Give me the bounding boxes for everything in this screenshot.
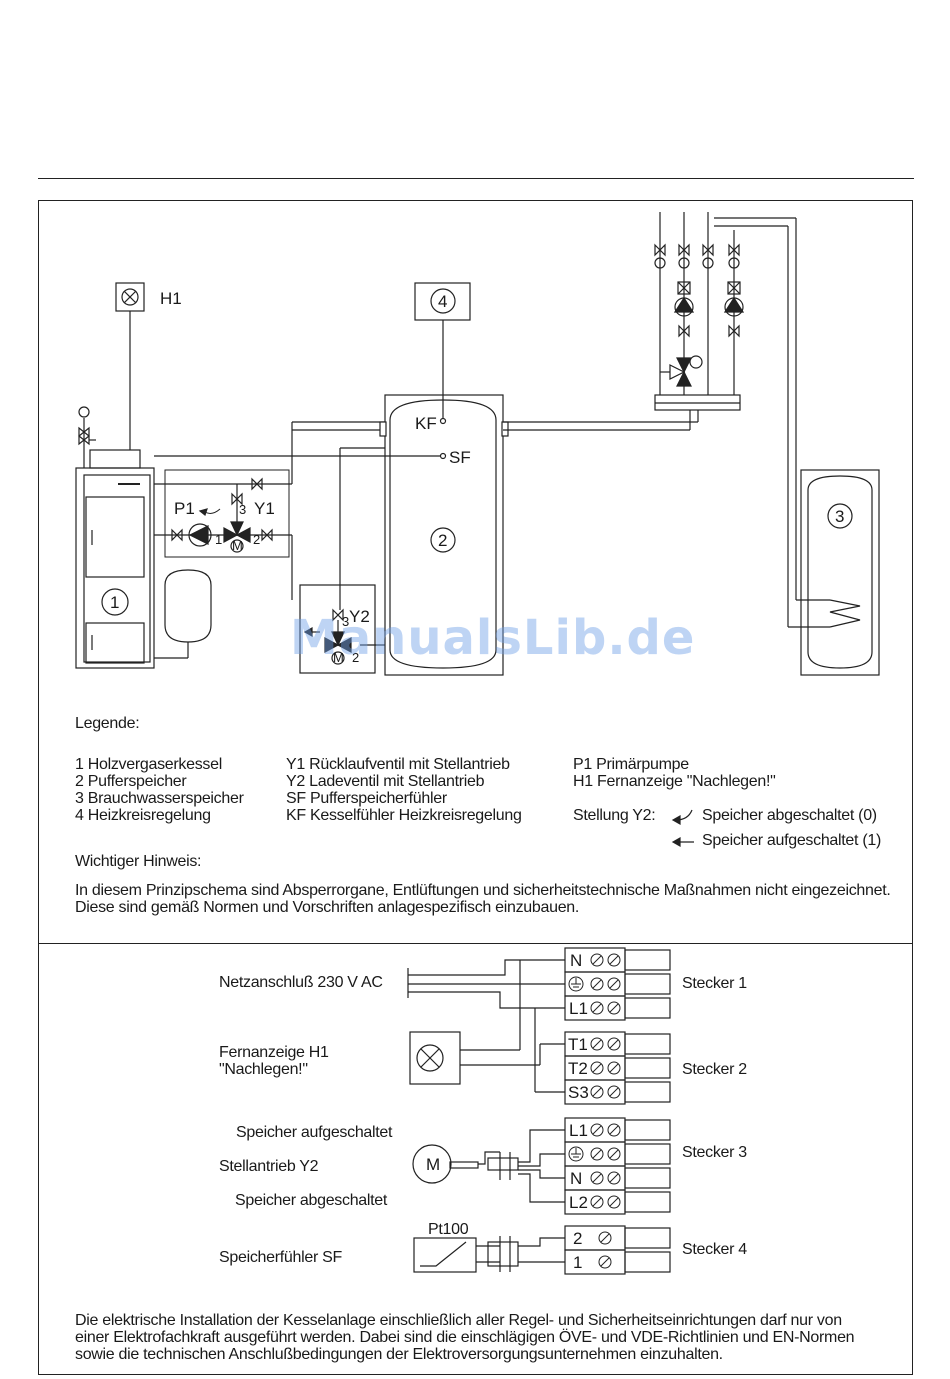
remote-label-2: "Nachlegen!" xyxy=(219,1061,308,1078)
y1-port-2: 2 xyxy=(253,532,260,547)
y2-motor: M xyxy=(333,650,344,665)
y1-port-1: 1 xyxy=(215,532,222,547)
legend-col-2: Y1 Rücklaufventil mit Stellantrieb Y2 La… xyxy=(286,756,522,824)
legend-item: SF Pufferspeicherfühler xyxy=(286,790,447,807)
boiler-1-icon xyxy=(75,449,155,669)
hydraulic-diagram: H1 1 P1 xyxy=(75,212,880,676)
motor-label: M xyxy=(426,1155,440,1174)
note-line-2: Diese sind gemäß Normen und Vorschriften… xyxy=(75,899,580,916)
storage-off-label: Speicher abgeschaltet xyxy=(235,1192,388,1209)
actuator-label: Stellantrieb Y2 xyxy=(219,1158,319,1175)
y2-label: Y2 xyxy=(349,607,370,626)
stellung-on: Speicher aufgeschaltet (1) xyxy=(702,832,881,849)
legend-item: Y1 Rücklaufventil mit Stellantrieb xyxy=(286,756,510,773)
h1-indicator-icon xyxy=(115,282,145,312)
boiler-number: 1 xyxy=(110,593,119,612)
legend-item: P1 Primärpumpe xyxy=(573,756,689,773)
terminal-s3-n: N xyxy=(570,1169,582,1188)
pump-p1-icon xyxy=(188,523,212,547)
stellung-label: Stellung Y2: xyxy=(573,807,656,824)
p1-label: P1 xyxy=(174,499,195,518)
legend-item: Y2 Ladeventil mit Stellantrieb xyxy=(286,773,485,790)
y1-label: Y1 xyxy=(254,499,275,518)
controller-number: 4 xyxy=(438,292,447,311)
terminal-s3-l1: L1 xyxy=(569,1121,588,1140)
terminal-s1-l1: L1 xyxy=(569,999,588,1018)
motor-icon xyxy=(412,1144,479,1184)
footer-line-1: Die elektrische Installation der Kessela… xyxy=(75,1312,842,1329)
section-divider xyxy=(38,943,913,944)
sensor-label: Speicherfühler SF xyxy=(219,1249,342,1266)
connector-2-label: Stecker 2 xyxy=(682,1061,747,1078)
legend-item: KF Kesselfühler Heizkreisregelung xyxy=(286,807,522,824)
pt100-label: Pt100 xyxy=(428,1221,469,1238)
terminal-screws xyxy=(590,953,621,1269)
terminal-s1-n: N xyxy=(570,951,582,970)
expansion-vessel-icon xyxy=(164,569,212,643)
storage-on-label: Speicher aufgeschaltet xyxy=(236,1124,393,1141)
mains-label: Netzanschluß 230 V AC xyxy=(219,974,383,991)
kf-label: KF xyxy=(415,414,437,433)
dhw-number: 3 xyxy=(835,507,844,526)
connector-3-label: Stecker 3 xyxy=(682,1144,747,1161)
footer-line-2: einer Elektrofachkraft ausgeführt werden… xyxy=(75,1329,855,1346)
note-heading: Wichtiger Hinweis: xyxy=(75,853,202,870)
terminal-s2-t1: T1 xyxy=(568,1035,588,1054)
valve-y1-icon xyxy=(223,484,251,553)
watermark: ManualsLib.de xyxy=(290,610,696,666)
terminal-s4-1: 1 xyxy=(573,1253,582,1272)
h1-label: H1 xyxy=(160,289,182,308)
schematic-frame xyxy=(38,200,913,1375)
terminal-s3-l2: L2 xyxy=(569,1193,588,1212)
mixer-valve-icon xyxy=(669,355,703,387)
legend-item: 2 Pufferspeicher xyxy=(75,773,187,790)
terminal-s2-t2: T2 xyxy=(568,1059,588,1078)
buffer-tank-2-icon xyxy=(379,394,509,676)
y1-port-3: 3 xyxy=(239,502,246,517)
note-line-1: In diesem Prinzipschema sind Absperrorga… xyxy=(75,882,891,899)
connector-4-label: Stecker 4 xyxy=(682,1241,747,1258)
legend-col-1: 1 Holzvergaserkessel 2 Pufferspeicher 3 … xyxy=(75,756,244,824)
footer-line-3: sowie die technischen Anschlußbedingunge… xyxy=(75,1346,723,1363)
dhw-tank-3-icon xyxy=(800,469,880,676)
terminal-s4-2: 2 xyxy=(573,1229,582,1248)
legend-item: 3 Brauchwasserspeicher xyxy=(75,790,244,807)
pt100-sensor-icon xyxy=(413,1237,477,1273)
remote-lamp-icon xyxy=(409,1031,461,1085)
legend-item: 4 Heizkreisregelung xyxy=(75,807,211,824)
arrow-curved-icon xyxy=(671,809,693,826)
buffer-number: 2 xyxy=(438,531,447,550)
legend-col-3: P1 Primärpumpe H1 Fernanzeige "Nachlegen… xyxy=(573,756,776,790)
wiring-diagram: N L1 T1 T2 S3 L1 N L2 2 1 M xyxy=(407,947,671,1275)
stellung-off: Speicher abgeschaltet (0) xyxy=(702,807,877,824)
terminal-s2-s3: S3 xyxy=(568,1083,589,1102)
ground-icon xyxy=(568,1146,584,1162)
legend-heading: Legende: xyxy=(75,715,140,732)
ground-icon xyxy=(568,976,584,992)
sf-label: SF xyxy=(449,448,471,467)
legend-item: 1 Holzvergaserkessel xyxy=(75,756,222,773)
arrow-left-icon xyxy=(671,836,694,848)
top-rule xyxy=(38,178,914,179)
valve-y2-icon xyxy=(324,608,352,665)
y1-motor: M xyxy=(232,538,243,553)
legend-item: H1 Fernanzeige "Nachlegen!" xyxy=(573,773,776,790)
remote-label-1: Fernanzeige H1 xyxy=(219,1044,329,1061)
y2-port-2: 2 xyxy=(352,650,359,665)
y2-port-3: 3 xyxy=(342,614,349,629)
connector-1-label: Stecker 1 xyxy=(682,975,747,992)
